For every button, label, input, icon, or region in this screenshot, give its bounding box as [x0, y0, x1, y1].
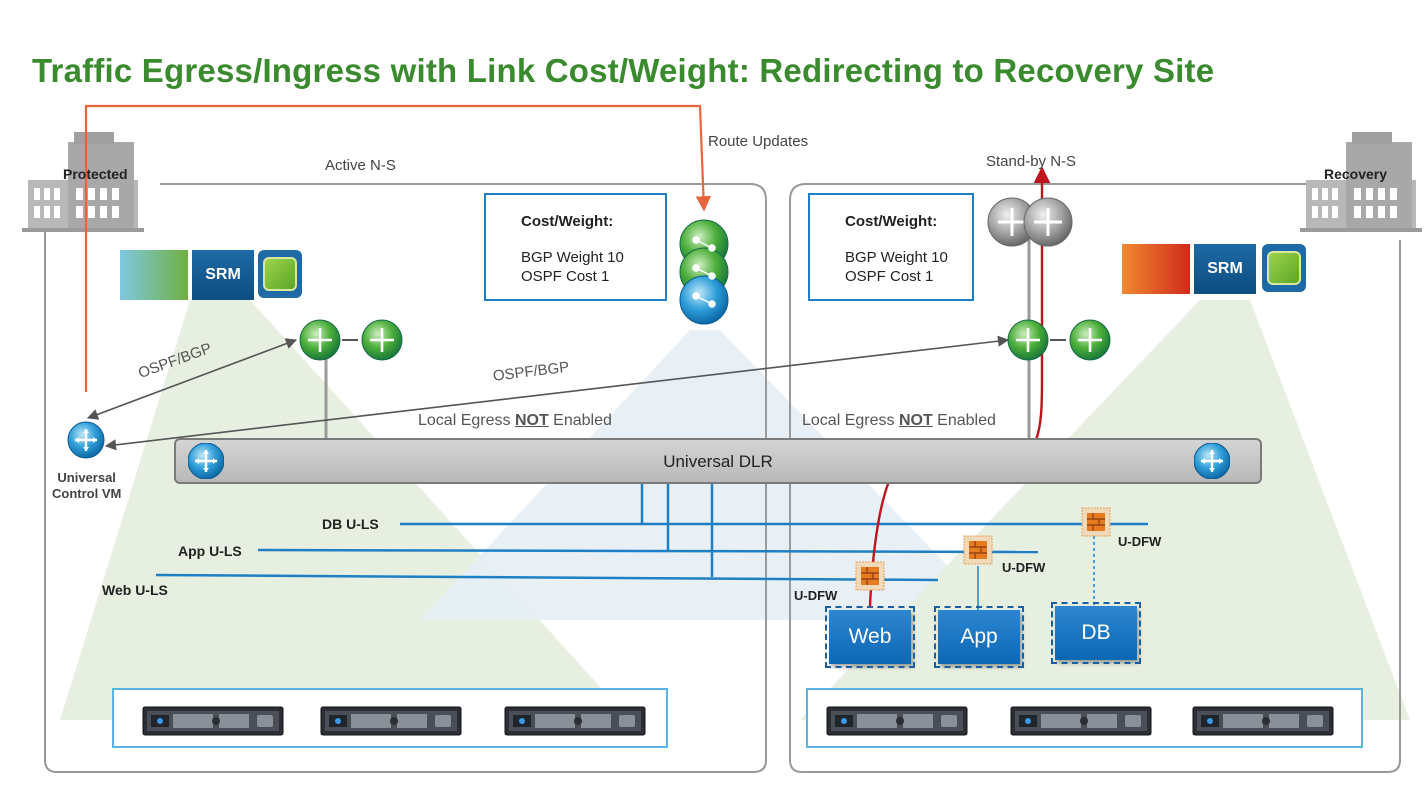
edge-router-icon	[1007, 319, 1049, 361]
dfw-icon	[855, 561, 885, 591]
protected-local-egress-label: Local Egress NOT Enabled	[418, 412, 612, 430]
server-icon	[320, 706, 462, 736]
dfw-icon	[963, 535, 993, 565]
router-stack-icon	[679, 219, 729, 325]
edge-router-icon	[1069, 319, 1111, 361]
recovery-vmware-icon	[1262, 244, 1306, 292]
db-dfw-label: U-DFW	[1118, 534, 1162, 549]
standby-ns-label: Stand-by N-S	[986, 153, 1077, 170]
protected-vcenter-icon	[120, 250, 188, 300]
protected-building-icon	[22, 132, 144, 232]
db-ls-label: DB U-LS	[322, 516, 379, 532]
route-updates-arrow	[84, 104, 712, 392]
route-updates-label: Route Updates	[708, 133, 809, 150]
protected-site-frame	[44, 180, 767, 773]
bgp-weight-value: BGP Weight 10	[845, 249, 948, 266]
control-vm-label-line: Universal	[57, 470, 116, 485]
page-title: Traffic Egress/Ingress with Link Cost/We…	[32, 52, 1215, 89]
web-dfw-label: U-DFW	[794, 588, 838, 603]
server-icon	[1010, 706, 1152, 736]
cost-weight-heading: Cost/Weight:	[521, 213, 614, 230]
edge-router-icon	[299, 319, 341, 361]
server-icon	[826, 706, 968, 736]
web-vm[interactable]: Web	[825, 606, 915, 668]
recovery-cost-weight-box: Cost/Weight: BGP Weight 10 OSPF Cost 1	[808, 193, 974, 301]
recovery-srm-badge: SRM	[1194, 244, 1256, 294]
db-vm[interactable]: DB	[1051, 602, 1141, 664]
recovery-site-label: Recovery	[1324, 166, 1388, 182]
ospf-bgp-right-arrow	[104, 335, 1010, 451]
dlr-label: Universal DLR	[663, 452, 773, 471]
app-ls-label: App U-LS	[178, 543, 242, 559]
standby-router-icon	[1023, 197, 1073, 247]
control-vm-router-icon	[66, 420, 106, 460]
logical-switch-lines	[155, 484, 1148, 582]
control-vm-label-line: Control VM	[52, 486, 122, 501]
protected-srm-badge: SRM	[192, 250, 254, 300]
server-icon	[142, 706, 284, 736]
recovery-building-icon	[1300, 132, 1422, 232]
server-icon	[504, 706, 646, 736]
bgp-weight-value: BGP Weight 10	[521, 249, 624, 266]
protected-cost-weight-box: Cost/Weight: BGP Weight 10 OSPF Cost 1	[484, 193, 667, 301]
protected-site-label: Protected	[63, 166, 128, 182]
ospf-cost-value: OSPF Cost 1	[845, 268, 934, 285]
app-vm[interactable]: App	[934, 606, 1024, 668]
local-egress-not: NOT	[898, 412, 933, 429]
recovery-site-frame	[789, 183, 1401, 773]
local-egress-text: Local Egress	[802, 412, 899, 429]
local-egress-text: Local Egress	[418, 412, 515, 429]
active-ns-label: Active N-S	[325, 157, 396, 174]
cost-weight-heading: Cost/Weight:	[845, 213, 938, 230]
control-vm-label: Universal Control VM	[52, 470, 121, 502]
protected-vmware-icon	[258, 250, 302, 298]
web-ls-label: Web U-LS	[102, 582, 168, 598]
edge-router-icon	[361, 319, 403, 361]
app-dfw-label: U-DFW	[1002, 560, 1046, 575]
standby-router-icon	[987, 197, 1037, 247]
ospf-cost-value: OSPF Cost 1	[521, 268, 610, 285]
server-icon	[1192, 706, 1334, 736]
local-egress-text: Enabled	[932, 412, 996, 429]
universal-dlr-bar: Universal DLR	[174, 438, 1262, 484]
recovery-vcenter-icon	[1122, 244, 1190, 294]
local-egress-text: Enabled	[548, 412, 612, 429]
local-egress-not: NOT	[514, 412, 549, 429]
dfw-icon	[1081, 507, 1111, 537]
recovery-local-egress-label: Local Egress NOT Enabled	[802, 412, 996, 430]
